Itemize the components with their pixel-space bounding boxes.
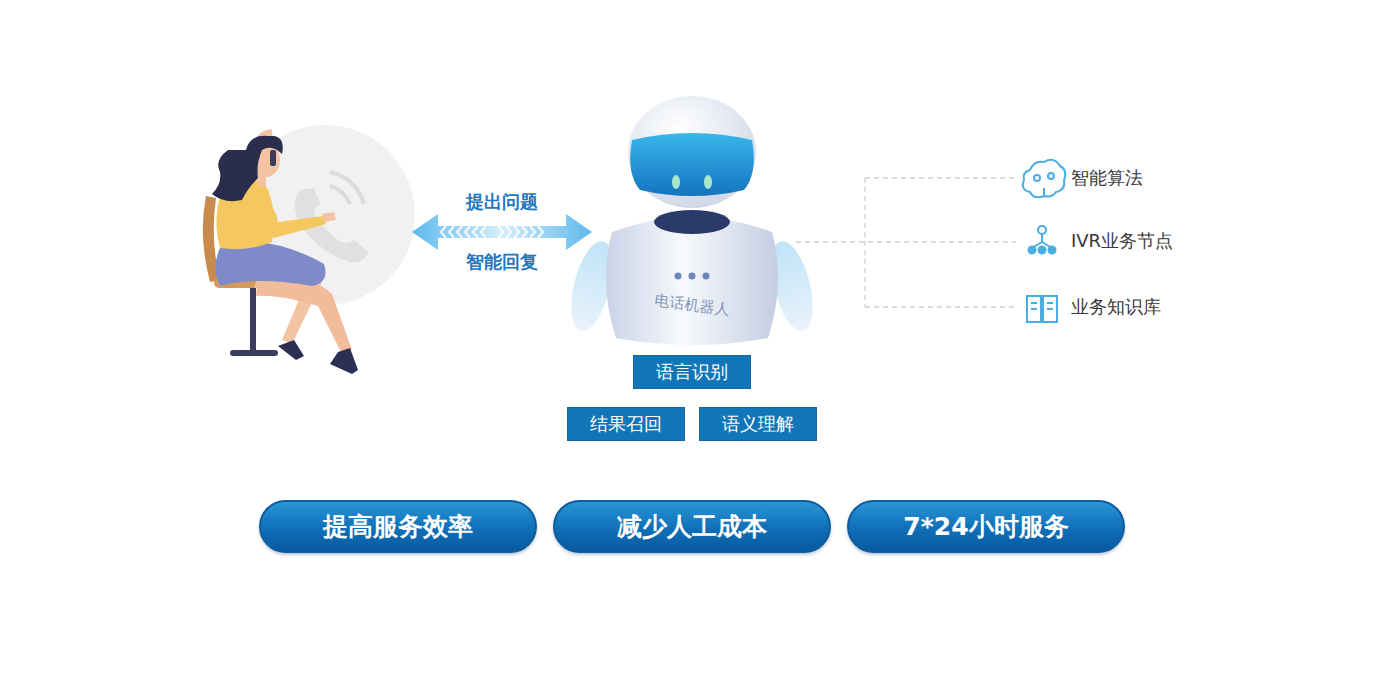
leader-lines — [796, 178, 1016, 307]
caller-figure — [203, 125, 415, 374]
feature-label: IVR业务节点 — [1071, 229, 1173, 253]
process-box: 结果召回 — [567, 407, 685, 441]
node-icon — [1029, 226, 1056, 254]
robot-body: 电话机器人 — [570, 98, 814, 338]
process-box: 语义理解 — [699, 407, 817, 441]
node-text: 语言识别 — [656, 360, 728, 384]
double-arrow — [412, 214, 592, 250]
feature-label: 业务知识库 — [1071, 295, 1161, 319]
node-text: 提高服务效率 — [323, 510, 473, 543]
arrow-label: 提出问题 — [466, 190, 538, 214]
process-box: 语言识别 — [633, 355, 751, 389]
feature-label: 智能算法 — [1071, 166, 1143, 190]
node-text: 7*24小时服务 — [903, 510, 1068, 543]
benefit-pill: 减少人工成本 — [553, 500, 831, 553]
node-text: 语义理解 — [722, 412, 794, 436]
arrow-label: 智能回复 — [466, 250, 538, 274]
benefit-pill: 提高服务效率 — [259, 500, 537, 553]
node-text: 结果召回 — [590, 412, 662, 436]
node-text: 减少人工成本 — [617, 510, 767, 543]
robot-figure — [563, 96, 820, 345]
book-icon — [1027, 296, 1057, 322]
benefit-pill: 7*24小时服务 — [847, 500, 1125, 553]
node-text: 电话机器人 — [570, 281, 814, 330]
brain-icon — [1023, 160, 1065, 198]
